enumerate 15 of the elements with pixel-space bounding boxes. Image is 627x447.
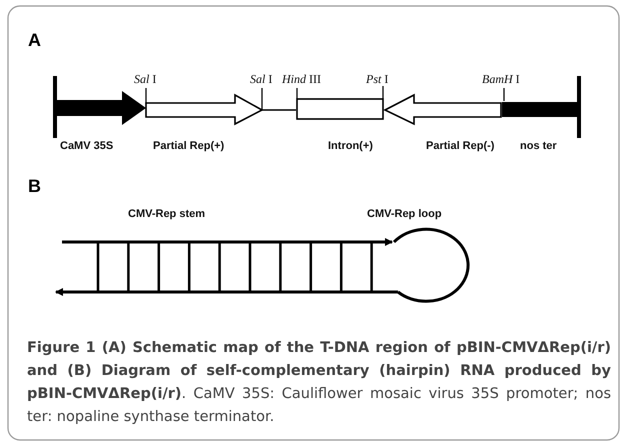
panel-letter: B — [28, 176, 41, 197]
region-label: CMV-Rep stem — [128, 208, 206, 220]
panel-letter: A — [28, 30, 41, 51]
restriction-site-label: BamH I — [482, 72, 520, 87]
region-label: CMV-Rep loop — [367, 208, 442, 220]
restriction-site-label: Pst I — [366, 72, 388, 87]
segment-label: CaMV 35S — [60, 140, 114, 152]
restriction-site-label: Sal I — [250, 72, 272, 87]
figure-caption: Figure 1 (A) Schematic map of the T-DNA region of pBIN-CMVΔRep(i/r) and (B) Diagram of self-complementary (hairpin) RNA produced by pBIN-CMVΔRep(i/r). CaMV 35S: Cauliflower mosaic virus 35S promoter; nos ter: nopaline synthase terminator. — [27, 339, 611, 427]
restriction-site-label: Hind III — [282, 72, 321, 87]
restriction-site-label: Sal I — [134, 72, 156, 87]
segment-label: Partial Rep(-) — [426, 140, 494, 152]
segment-label: Intron(+) — [328, 140, 373, 152]
segment-label: Partial Rep(+) — [153, 140, 224, 152]
segment-label: nos ter — [520, 140, 557, 152]
